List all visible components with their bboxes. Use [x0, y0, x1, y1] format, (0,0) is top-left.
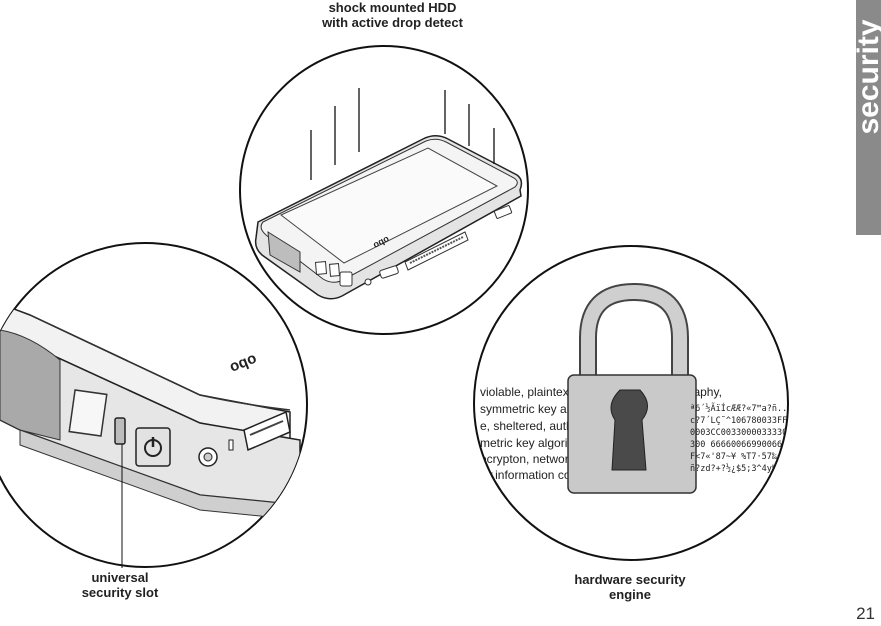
svg-text:ñ?zd?+?½¿$5;3^4yUA: ñ?zd?+?½¿$5;3^4yUA: [690, 463, 782, 474]
section-tab-label: security: [856, 19, 881, 135]
svg-text:ª6´½ÃïÍcÆÆ?«7™a?ñ...??: ª6´½ÃïÍcÆÆ?«7™a?ñ...??: [690, 402, 803, 414]
crypto-codes: ª6´½ÃïÍcÆÆ?«7™a?ñ...?? c?7´LÇ˜^106780033…: [690, 402, 803, 474]
section-tab: security: [856, 0, 881, 235]
security-slot-caption: universal security slot: [81, 570, 159, 600]
security-engine-figure: violable, plaintext, invulnerable, crypt…: [473, 245, 803, 561]
svg-text:300 66660066990066JqE: 300 66660066990066JqE: [690, 440, 797, 450]
drop-motion-lines: [310, 88, 495, 180]
page-number: 21: [856, 604, 875, 623]
svg-text:0003CC003300003333003: 0003CC003300003333003: [690, 428, 797, 438]
security-engine-caption: hardware security engine: [574, 572, 686, 602]
security-slot-figure: oqo: [0, 242, 308, 568]
svg-text:c?7´LÇ˜^106780033FF%0: c?7´LÇ˜^106780033FF%0: [690, 415, 797, 426]
hdd-drop-detect-figure: oqo: [239, 45, 529, 335]
hdd-caption: shock mounted HDD with active drop detec…: [322, 0, 463, 30]
svg-text:F<7«'87~¥ %T7·57‰oD: F<7«'87~¥ %T7·57‰oD: [690, 452, 787, 462]
